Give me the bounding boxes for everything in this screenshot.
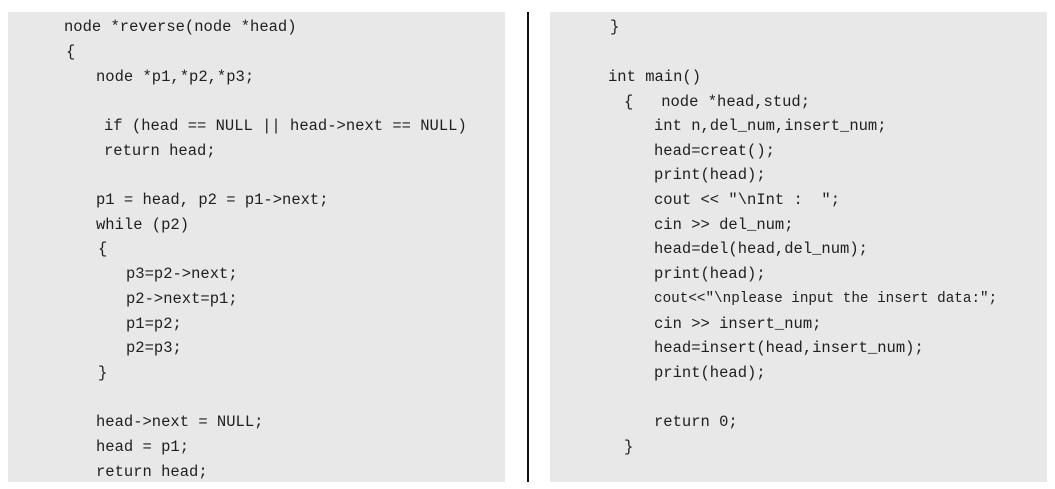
code-line: head=del(head,del_num); <box>654 240 868 258</box>
code-line: } <box>98 364 108 382</box>
code-line: } <box>624 438 634 456</box>
code-line: head = p1; <box>96 438 190 456</box>
code-line: p2->next=p1; <box>126 290 238 308</box>
code-line: { node *head,stud; <box>624 93 811 111</box>
code-line: print(head); <box>654 166 766 184</box>
code-line: head->next = NULL; <box>96 413 264 431</box>
code-line: cin >> del_num; <box>654 216 794 234</box>
code-line: return head; <box>104 142 216 160</box>
code-line: return head; <box>96 463 208 481</box>
code-line: int main() <box>608 68 702 86</box>
code-line: p1=p2; <box>126 315 182 333</box>
code-line: cout<<"\nplease input the insert data:"; <box>654 291 998 307</box>
code-line: cout << "\nInt : "; <box>654 191 841 209</box>
code-line: { <box>66 43 76 61</box>
code-line: node *reverse(node *head) <box>64 18 297 36</box>
code-line: head=insert(head,insert_num); <box>654 339 924 357</box>
code-line: if (head == NULL || head->next == NULL) <box>104 117 467 135</box>
code-line: p1 = head, p2 = p1->next; <box>96 191 329 209</box>
code-line: return 0; <box>654 413 738 431</box>
code-line: cin >> insert_num; <box>654 315 822 333</box>
code-line: p3=p2->next; <box>126 265 238 283</box>
right-code-panel: } int main() { node *head,stud; int n,de… <box>550 12 1047 482</box>
code-line: while (p2) <box>96 216 190 234</box>
code-line: print(head); <box>654 364 766 382</box>
code-line: int n,del_num,insert_num; <box>654 117 887 135</box>
code-line: p2=p3; <box>126 339 182 357</box>
column-divider <box>527 12 529 482</box>
code-line: print(head); <box>654 265 766 283</box>
left-code-panel: node *reverse(node *head) { node *p1,*p2… <box>8 12 505 482</box>
code-line: node *p1,*p2,*p3; <box>96 68 255 86</box>
code-line: head=creat(); <box>654 142 775 160</box>
code-line: { <box>98 240 108 258</box>
code-line: } <box>610 18 620 36</box>
